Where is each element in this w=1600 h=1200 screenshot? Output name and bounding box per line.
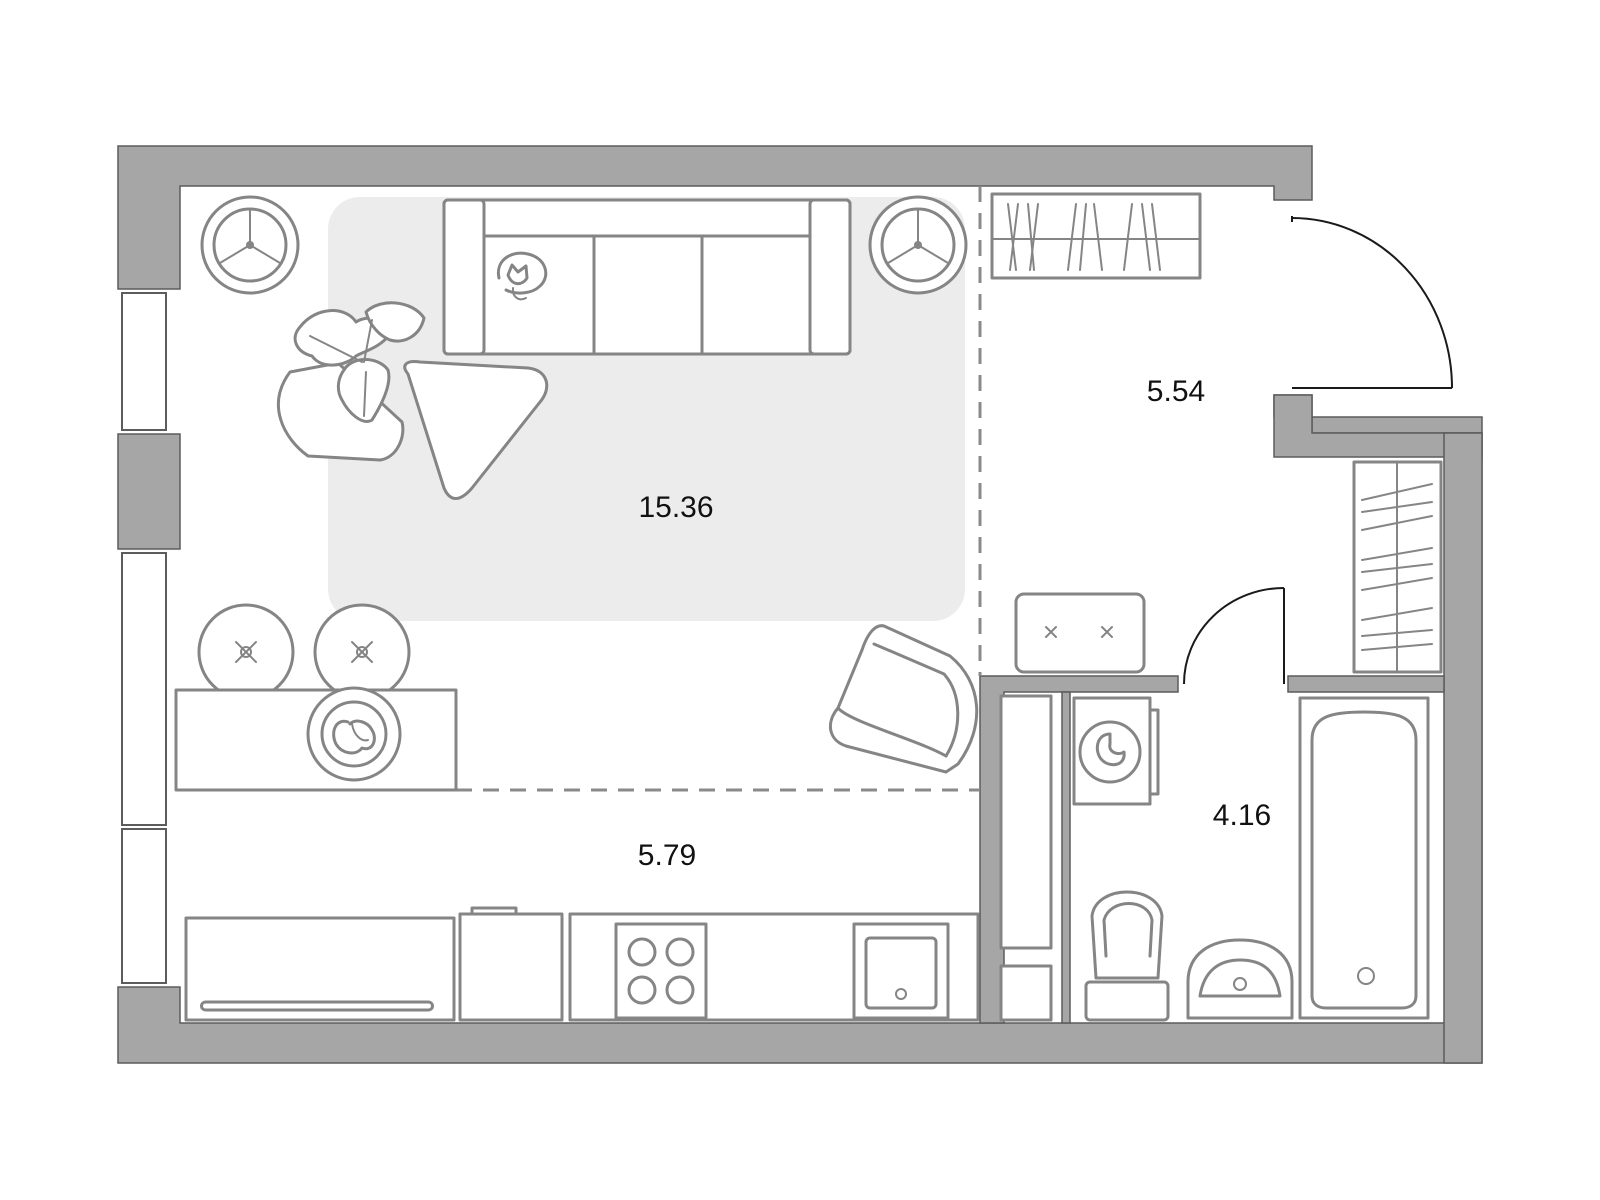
cat-icon <box>496 251 548 301</box>
floor-lamp-left-icon <box>200 195 300 295</box>
toilet-icon <box>1084 890 1170 1022</box>
wardrobe-top-icon <box>990 192 1202 280</box>
kitchen-area: 5.79 <box>637 839 697 872</box>
armchair-icon <box>829 624 979 774</box>
washing-machine-icon <box>1072 696 1160 806</box>
coffee-table-icon <box>403 360 549 500</box>
chair-right-icon <box>313 603 411 701</box>
plant-icon <box>276 301 426 462</box>
entrance-door <box>1291 216 1453 389</box>
bathroom-door <box>1183 587 1285 685</box>
chair-left-icon <box>197 603 295 701</box>
sofa-icon <box>442 198 852 356</box>
hallway-area: 5.54 <box>1146 375 1206 408</box>
windows <box>121 292 167 984</box>
wardrobe-side-icon <box>1352 460 1443 674</box>
sink-icon <box>852 922 950 1020</box>
ottoman-icon <box>1014 592 1146 674</box>
fruit-bowl-icon <box>306 686 402 782</box>
utility-closet <box>999 694 1053 1022</box>
washbasin-icon <box>1186 938 1294 1020</box>
stove-icon <box>614 922 708 1020</box>
bathroom-area: 4.16 <box>1212 799 1272 832</box>
floor-lamp-right-icon <box>868 195 968 295</box>
bathtub-icon <box>1298 696 1430 1020</box>
living-room-area: 15.36 <box>638 491 714 524</box>
